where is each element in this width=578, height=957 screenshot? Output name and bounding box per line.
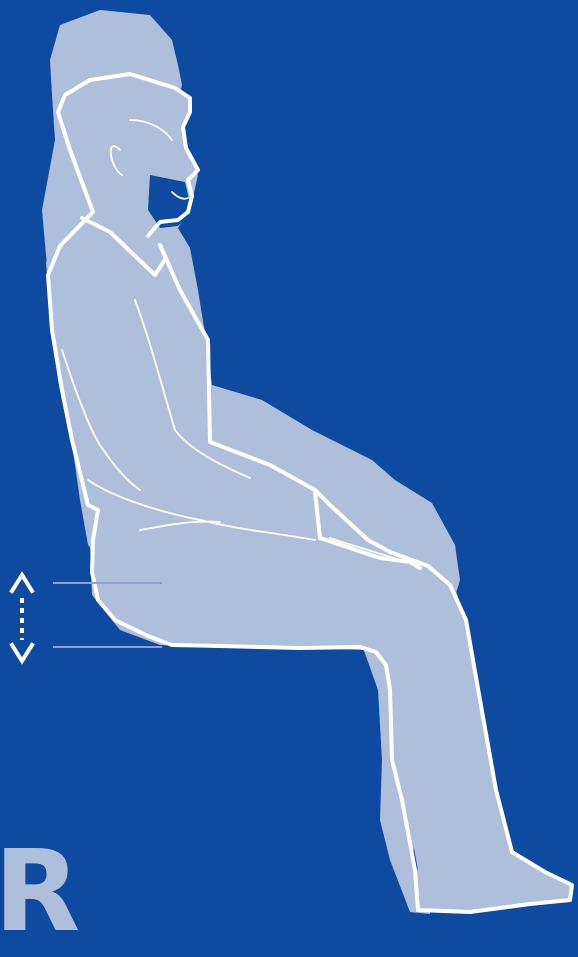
down-chevron-icon bbox=[12, 645, 32, 661]
corner-letter: R bbox=[0, 836, 80, 948]
up-chevron-icon bbox=[12, 575, 32, 591]
figure-body bbox=[46, 72, 572, 912]
height-adjust-arrow bbox=[12, 575, 32, 661]
seated-posture-illustration bbox=[0, 0, 578, 920]
